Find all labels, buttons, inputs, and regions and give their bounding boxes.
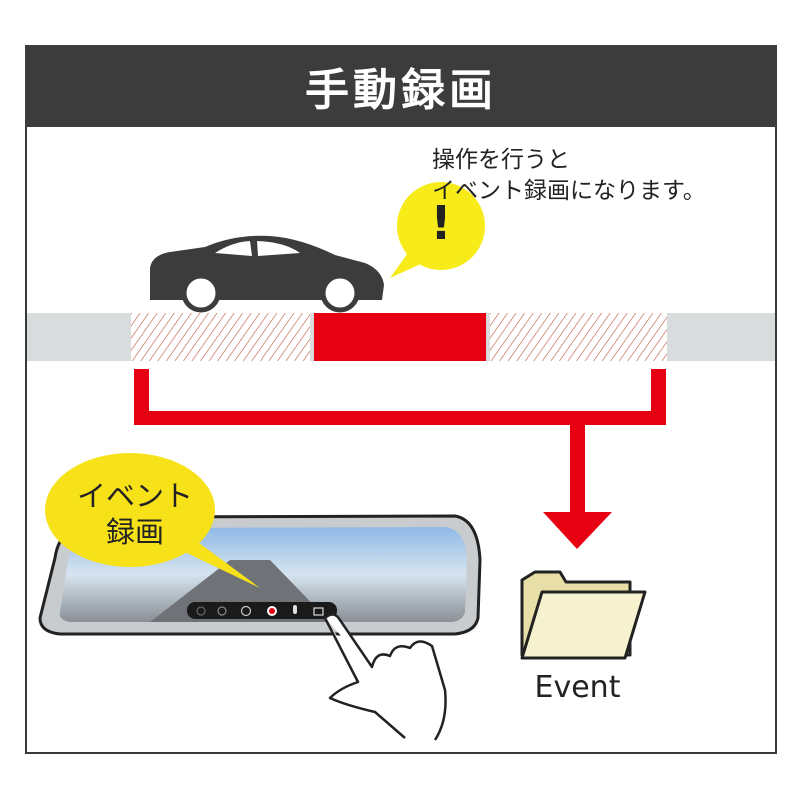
folder-icon: [520, 570, 647, 660]
car-icon: [150, 235, 384, 313]
timeline-event: [314, 313, 486, 361]
note-line-2: イベント録画になります。: [432, 178, 706, 204]
event-bubble-line-1: イベント: [76, 479, 193, 513]
header-bar: 手動録画: [25, 45, 777, 127]
red-bracket-arrow: [134, 369, 666, 549]
lock-icon: [313, 607, 324, 616]
event-bubble-text: イベント 録画: [70, 478, 200, 550]
event-folder-label: Event: [534, 670, 621, 705]
page-title: 手動録画: [305, 65, 497, 116]
mic-icon: [293, 605, 297, 614]
pointing-hand-icon: [323, 613, 447, 741]
note-line-1: 操作を行うと: [432, 147, 570, 173]
timeline-post-event: [490, 313, 667, 361]
instruction-note: 操作を行うと イベント録画になります。: [432, 145, 706, 207]
event-bubble-line-2: 録画: [105, 515, 164, 549]
event-speech-bubble: [45, 453, 260, 588]
alert-symbol: !: [430, 196, 452, 250]
alert-bubble: [390, 182, 485, 278]
timeline-pre-event: [131, 313, 310, 361]
